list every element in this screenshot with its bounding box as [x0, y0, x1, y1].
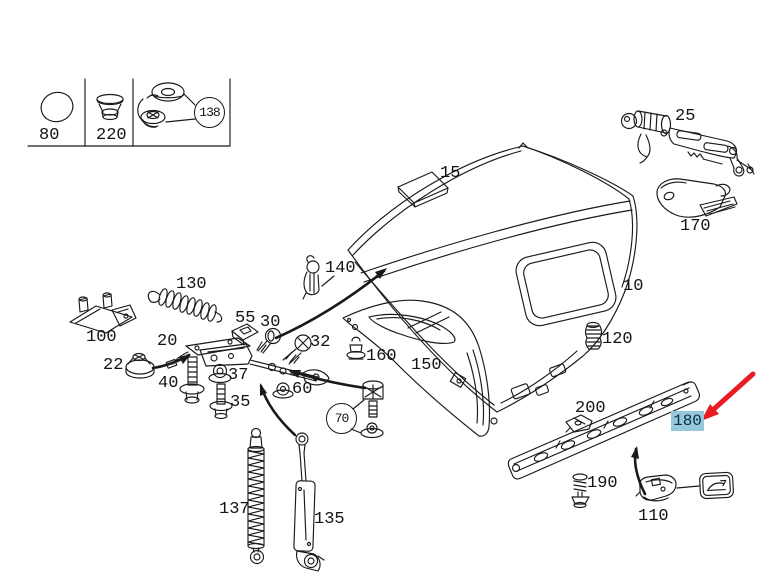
lock-cylinder-25-drawing — [620, 110, 755, 177]
fastener-138-drawing — [137, 82, 196, 128]
part-label-gas-strut-135: 135 — [314, 510, 345, 529]
part-label-bracket-100: 100 — [86, 328, 117, 347]
pad-15-drawing — [397, 171, 449, 208]
arrow-lamp-to-strip — [631, 446, 647, 496]
part-label-cover-170: 170 — [680, 217, 711, 236]
nut-60-drawing — [272, 382, 294, 399]
part-label-buffer-120: 120 — [602, 330, 633, 349]
part-label-seal-ring-80: 80 — [39, 126, 60, 145]
screw-set-70-drawing — [350, 380, 384, 439]
grommet-220-drawing — [96, 93, 124, 121]
part-label-screw-set-70: 70 — [326, 403, 357, 434]
part-label-bolt-35: 35 — [230, 393, 251, 412]
part-label-tension-spring-137: 137 — [219, 500, 250, 519]
part-label-clip-200: 200 — [575, 399, 606, 418]
block-55-drawing — [231, 323, 259, 346]
gas-strut-135-drawing — [293, 432, 325, 572]
screw-32-drawing — [282, 334, 312, 365]
part-label-pad-15: 15 — [440, 164, 461, 183]
legend-divider-lines — [27, 78, 231, 147]
part-label-nut-37: 37 — [228, 366, 249, 385]
part-label-screw-32: 32 — [310, 333, 331, 352]
bolt-40-drawing — [179, 356, 205, 404]
part-label-inner-panel-150: 150 — [411, 356, 442, 375]
grommet-22-drawing — [125, 352, 155, 379]
part-label-nut-60: 60 — [292, 380, 313, 399]
part-label-block-55: 55 — [235, 309, 256, 328]
spring-130-drawing — [147, 288, 223, 323]
bracket-100-drawing — [69, 292, 137, 334]
trunk-lid-drawing — [347, 142, 638, 425]
part-label-bolt-40: 40 — [158, 374, 179, 393]
part-label-lock-cylinder-25: 25 — [675, 107, 696, 126]
clip-160-drawing — [346, 336, 366, 360]
part-label-clip-140: 140 — [325, 259, 356, 278]
lamp-callout-icon — [676, 471, 734, 500]
license-lamp-110-drawing — [635, 474, 677, 502]
part-label-spring-130: 130 — [176, 275, 207, 294]
part-label-latch-20: 20 — [157, 332, 178, 351]
tension-spring-137-drawing — [247, 427, 265, 565]
part-label-trunk-lid-10: 10 — [623, 277, 644, 296]
part-label-clip-160: 160 — [366, 347, 397, 366]
screw-190-drawing — [571, 473, 590, 509]
bolt-35-drawing — [209, 383, 233, 420]
arrow-grommet22-to-latch — [151, 353, 191, 370]
part-label-license-lamp-110: 110 — [638, 507, 669, 526]
part-label-grommet-220: 220 — [96, 126, 127, 145]
seal-ring-80-drawing — [40, 91, 74, 123]
buffer-120-drawing — [584, 321, 603, 350]
arrow-strut-to-latch — [259, 383, 297, 437]
red-pointer-arrow — [701, 371, 756, 421]
arrow-screw70-to-latch — [288, 369, 367, 390]
license-plate-recess — [515, 241, 617, 327]
cover-170-drawing — [656, 178, 738, 218]
nut-37-drawing — [208, 363, 232, 384]
part-label-plug-30: 30 — [260, 313, 281, 332]
part-label-fastener-138: 138 — [194, 97, 225, 128]
part-label-trim-strip-180: 180 — [671, 411, 704, 431]
arrow-latch-to-lid — [274, 268, 387, 340]
part-label-screw-190: 190 — [587, 474, 618, 493]
plug-30-drawing — [256, 327, 282, 354]
inner-panel-150-drawing — [342, 299, 491, 437]
clip-140-drawing — [302, 255, 335, 300]
part-label-grommet-22: 22 — [103, 356, 124, 375]
trim-strip-180-drawing — [507, 381, 701, 480]
